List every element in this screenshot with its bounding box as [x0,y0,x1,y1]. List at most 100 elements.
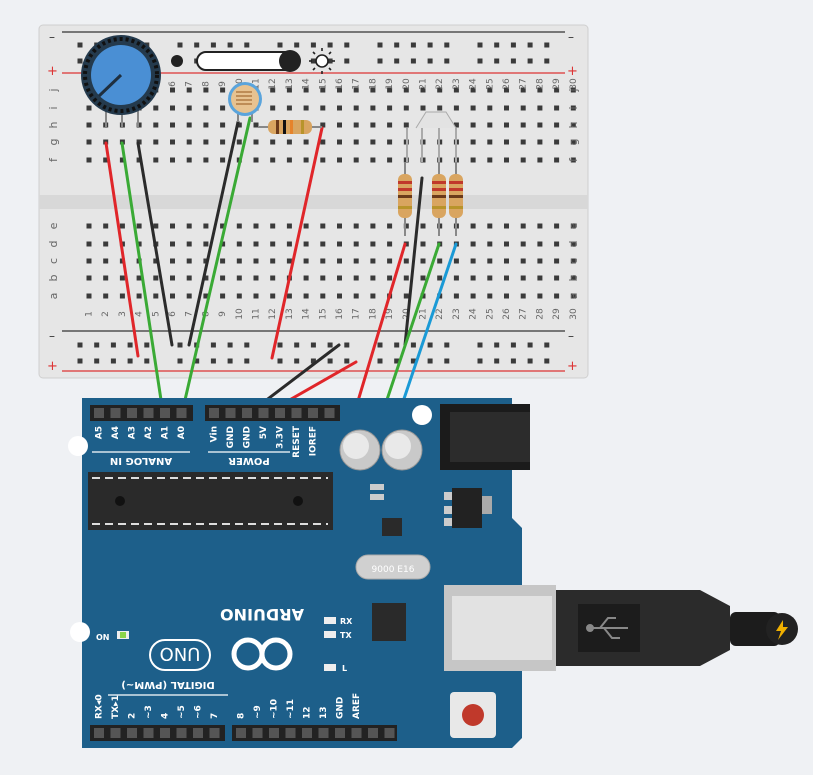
rail-hole[interactable] [344,58,350,64]
breadboard-hole[interactable] [253,157,259,163]
breadboard-hole[interactable] [537,275,543,281]
resistor[interactable] [432,162,446,236]
breadboard-hole[interactable] [353,275,359,281]
breadboard-hole[interactable] [537,293,543,299]
breadboard-hole[interactable] [570,139,576,145]
breadboard-hole[interactable] [570,293,576,299]
rail-hole[interactable] [527,58,533,64]
breadboard-hole[interactable] [86,275,92,281]
rail-hole[interactable] [510,42,516,48]
breadboard-hole[interactable] [453,105,459,111]
breadboard-hole[interactable] [119,275,125,281]
breadboard-hole[interactable] [186,241,192,247]
rail-hole[interactable] [310,358,316,364]
rail-hole[interactable] [327,342,333,348]
header-pin[interactable] [335,728,345,738]
header-pin[interactable] [176,408,187,418]
breadboard-hole[interactable] [353,105,359,111]
breadboard-hole[interactable] [353,241,359,247]
resistor[interactable] [398,162,412,236]
breadboard-hole[interactable] [236,139,242,145]
breadboard-hole[interactable] [353,258,359,264]
header-pin[interactable] [242,408,252,418]
breadboard-hole[interactable] [303,275,309,281]
breadboard-hole[interactable] [153,105,159,111]
breadboard-hole[interactable] [86,122,92,128]
breadboard-hole[interactable] [320,241,326,247]
rail-hole[interactable] [527,342,533,348]
breadboard-hole[interactable] [353,87,359,93]
breadboard-hole[interactable] [320,275,326,281]
breadboard-hole[interactable] [453,87,459,93]
breadboard-hole[interactable] [186,87,192,93]
breadboard-hole[interactable] [119,293,125,299]
breadboard-hole[interactable] [337,223,342,229]
breadboard-hole[interactable] [370,258,376,264]
breadboard-hole[interactable] [270,258,276,264]
breadboard-hole[interactable] [186,258,192,264]
breadboard-hole[interactable] [370,122,376,128]
breadboard-hole[interactable] [119,223,125,229]
breadboard-hole[interactable] [520,275,526,281]
rail-hole[interactable] [110,342,116,348]
breadboard-hole[interactable] [437,258,443,264]
breadboard-hole[interactable] [487,275,493,281]
breadboard-hole[interactable] [86,223,92,229]
rail-hole[interactable] [310,342,316,348]
rail-hole[interactable] [77,42,83,48]
breadboard-hole[interactable] [203,139,209,145]
breadboard-hole[interactable] [303,139,309,145]
rail-hole[interactable] [377,58,383,64]
breadboard-hole[interactable] [303,223,309,229]
breadboard-hole[interactable] [570,275,576,281]
rail-hole[interactable] [394,342,400,348]
header-pin[interactable] [269,728,279,738]
breadboard-hole[interactable] [86,105,92,111]
rail-hole[interactable] [244,358,250,364]
breadboard-hole[interactable] [186,275,192,281]
breadboard-hole[interactable] [303,87,309,93]
breadboard-hole[interactable] [86,157,92,163]
rail-hole[interactable] [94,358,100,364]
breadboard-hole[interactable] [554,157,560,163]
breadboard-hole[interactable] [170,293,175,299]
breadboard-hole[interactable] [170,258,175,264]
breadboard-hole[interactable] [153,157,159,163]
breadboard-hole[interactable] [220,139,226,145]
breadboard-hole[interactable] [387,275,393,281]
rail-hole[interactable] [277,42,283,48]
breadboard-hole[interactable] [487,258,493,264]
breadboard-hole[interactable] [403,223,409,229]
breadboard-hole[interactable] [387,105,393,111]
breadboard-hole[interactable] [253,223,259,229]
breadboard-hole[interactable] [220,87,226,93]
breadboard-hole[interactable] [220,258,226,264]
rail-hole[interactable] [477,358,483,364]
rail-hole[interactable] [144,342,150,348]
wire-black[interactable] [187,120,240,347]
breadboard-hole[interactable] [420,87,426,93]
header-pin[interactable] [127,728,137,738]
breadboard-hole[interactable] [203,241,209,247]
rail-hole[interactable] [294,342,300,348]
breadboard-hole[interactable] [286,87,292,93]
breadboard-hole[interactable] [520,139,526,145]
header-pin[interactable] [351,728,362,738]
breadboard-hole[interactable] [320,223,326,229]
rgb-led[interactable] [406,111,457,162]
breadboard-hole[interactable] [286,293,292,299]
potentiometer[interactable] [81,35,161,128]
rail-hole[interactable] [510,358,516,364]
breadboard-hole[interactable] [403,258,409,264]
breadboard-hole[interactable] [337,87,342,93]
header-pin[interactable] [225,408,236,418]
breadboard-hole[interactable] [353,293,359,299]
breadboard-hole[interactable] [504,258,509,264]
breadboard-hole[interactable] [103,275,109,281]
rail-hole[interactable] [494,58,500,64]
header-pin[interactable] [308,408,318,418]
rail-hole[interactable] [177,342,183,348]
rail-hole[interactable] [227,342,233,348]
breadboard-hole[interactable] [86,139,92,145]
breadboard-hole[interactable] [203,275,209,281]
